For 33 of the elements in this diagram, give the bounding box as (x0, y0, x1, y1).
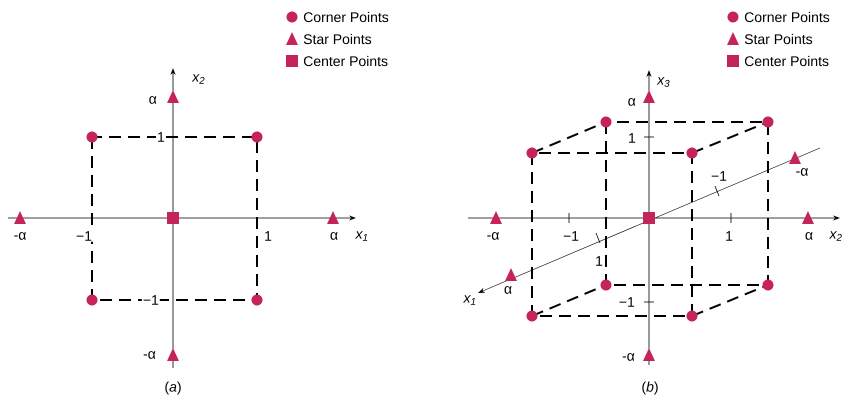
tick-label: −1 (618, 296, 636, 308)
axis-label: x$_{2}$ (191, 73, 206, 85)
legend-text: Star Points (744, 34, 812, 44)
legend-text: Star Points (304, 34, 372, 44)
tick-label: α (502, 285, 514, 295)
tick-label: α (148, 95, 158, 105)
tick-label: 1 (594, 255, 604, 267)
legend-text: Corner Points (304, 12, 388, 22)
tick-label: -α (794, 167, 810, 177)
tick-label: −1 (142, 294, 160, 306)
tick-label: -α (621, 352, 636, 362)
tick-label: -α (142, 350, 157, 360)
tick-label: -α (12, 231, 28, 241)
axis-label: x$_{2}$ (828, 230, 844, 242)
tick-label: 1 (627, 132, 637, 144)
axis-label: x$_{3}$ (656, 76, 672, 88)
axis-label: x$_{1}$ (462, 294, 478, 306)
tick-label: α (804, 231, 814, 241)
legend-text: Center Points (744, 56, 828, 66)
tick-label: -α (486, 231, 500, 241)
tick-label: −1 (710, 170, 728, 182)
tick-label: −1 (75, 230, 93, 242)
legend-text: Corner Points (744, 12, 830, 22)
tick-label: α (328, 231, 340, 241)
tick-label: α (626, 97, 637, 107)
caption: (b) (640, 380, 660, 396)
caption: (a) (163, 380, 183, 396)
tick-label: −1 (562, 230, 580, 242)
tick-label: 1 (724, 230, 734, 242)
tick-label: 1 (156, 131, 166, 143)
legend-text: Center Points (304, 56, 388, 66)
tick-label: 1 (263, 230, 273, 242)
axis-label: x$_{1}$ (354, 230, 370, 242)
